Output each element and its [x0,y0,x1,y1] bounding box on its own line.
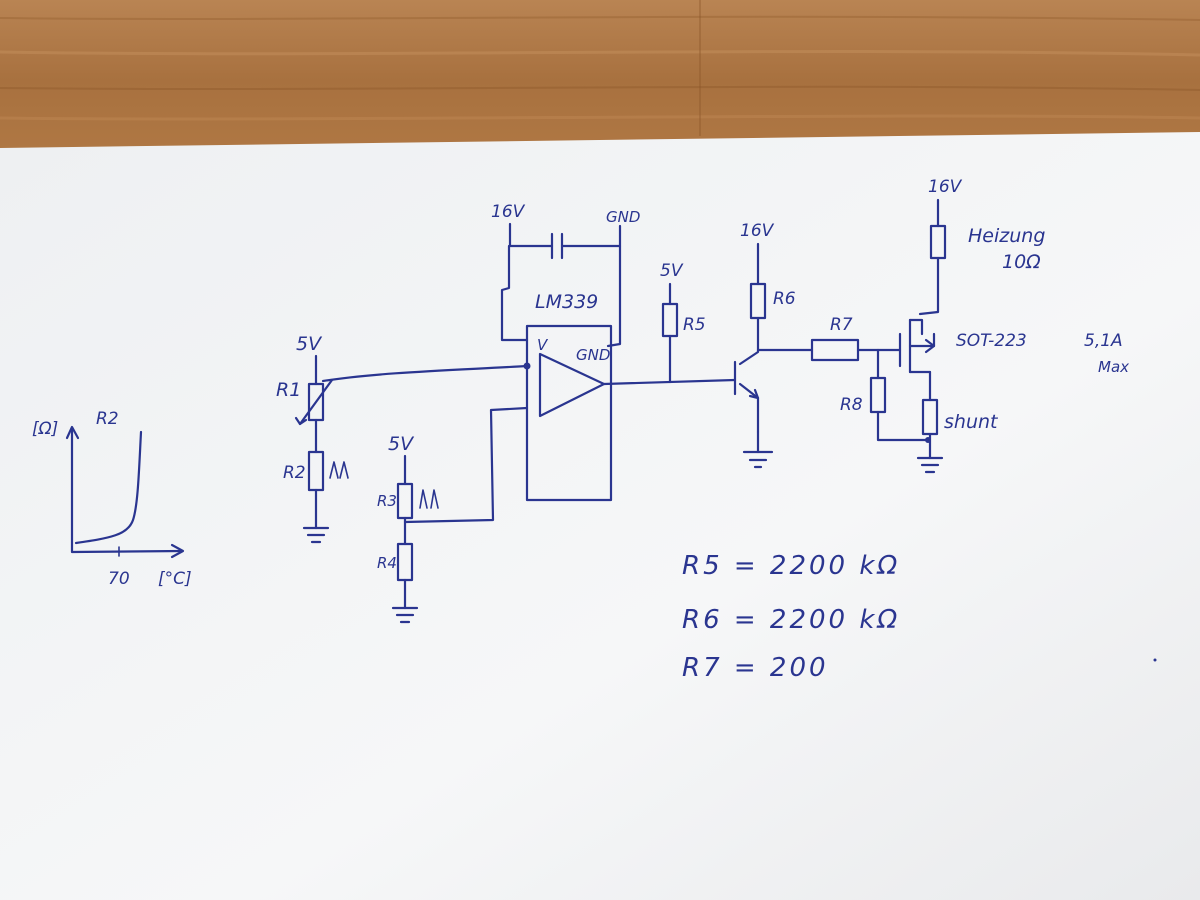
graph-xlabel: [°C] [158,569,192,589]
opamp-gnd-pin: GND [576,346,610,364]
opamp-gnd-label: GND [606,208,640,226]
value-r6: R6 = 2200 kΩ [682,605,900,635]
value-r5: R5 = 2200 kΩ [682,551,900,581]
opamp-vcc-pin: V [537,336,549,354]
opamp-supply-label: 16V [491,202,526,222]
r6-label: R6 [773,289,796,309]
r1-label: R1 [276,379,301,401]
r8-label: R8 [840,395,863,415]
mosfet-rating: 5,1A [1084,331,1123,351]
mosfet-package: SOT-223 [956,331,1027,351]
rt-graph: [Ω] R2 70 [°C] [32,409,192,589]
r5-label: R5 [683,315,706,335]
wood-table [0,0,1200,160]
shunt-label: shunt [944,411,999,433]
opamp-block: 16V GND LM339 V GND [491,202,737,502]
r5-supply-label: 5V [660,261,684,281]
graph-xtick: 70 [108,569,130,589]
ref-supply-label: 5V [388,433,415,455]
transistor-stage: 16V R6 R7 R8 [733,221,930,469]
r3-label: R3 [377,492,397,510]
r6-supply-label: 16V [740,221,775,241]
pullup-r5: 5V R5 [660,261,706,384]
graph-ylabel: [Ω] [32,419,58,439]
value-r7: R7 = 200 [682,653,829,683]
paper-sheet [0,132,1200,900]
value-notes: R5 = 2200 kΩ R6 = 2200 kΩ R7 = 200 [682,551,900,683]
heater-supply-label: 16V [928,177,963,197]
divider-ref: 5V R3 R4 [377,406,529,624]
heater-name: Heizung [968,225,1045,247]
opamp-part-label: LM339 [535,291,598,313]
left-supply-label: 5V [296,333,323,355]
power-stage: 16V Heizung 10Ω SOT-223 5,1A Max shunt [898,177,1129,474]
heater-value: 10Ω [1002,251,1041,273]
mosfet-rating-note: Max [1098,358,1129,376]
r4-label: R4 [377,554,397,572]
r7-label: R7 [830,315,853,335]
divider-left: 5V R1 R2 [276,333,529,544]
graph-curve-label: R2 [96,409,119,429]
r2-label: R2 [283,463,306,483]
